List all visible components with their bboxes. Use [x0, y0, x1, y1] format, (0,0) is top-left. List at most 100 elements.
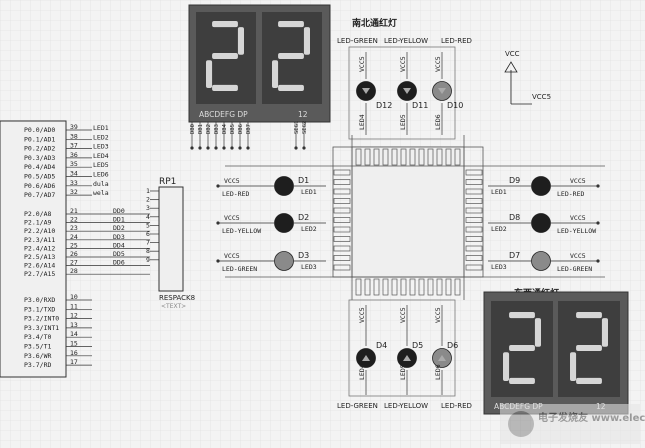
mcu-pin-number: 33 — [70, 179, 78, 187]
mcu-pin-name: P2.1/A9 — [24, 219, 51, 227]
respack-pin-number: 6 — [146, 230, 150, 238]
mcu-pin-net: DD5 — [113, 250, 125, 258]
east-led-2[interactable] — [531, 213, 551, 233]
top-7seg-display[interactable]: ABCDEFG DP 12 — [188, 4, 331, 123]
top-digit-2-seg-b — [303, 27, 310, 55]
mcu-pin-number: 39 — [70, 123, 78, 131]
west-led-2[interactable] — [274, 213, 294, 233]
respack-pin-number: 4 — [146, 213, 150, 221]
mcu-pin-name: P0.2/AD2 — [24, 145, 55, 153]
east-vcc-label: VCC5 — [570, 214, 586, 222]
mcu-pin-number: 16 — [70, 349, 78, 357]
east-led-group: VCC5LED-REDLED1D9VCC5LED-YELLOWLED2D8VCC… — [488, 176, 600, 273]
crosswalk-stripe-north — [364, 148, 371, 166]
east-net-label: LED3 — [491, 263, 507, 271]
north-label-green: LED-GREEN — [337, 37, 378, 45]
mcu-pin-name: P2.5/A13 — [24, 253, 55, 261]
top-display-pin-label: DB0 — [190, 124, 196, 134]
mcu-pin-name: P2.4/A12 — [24, 244, 55, 252]
top-digit-1-seg-e — [206, 60, 213, 88]
bottom-7seg-display[interactable]: ABCDEFG DP 12 — [483, 291, 629, 415]
crosswalk-stripe-north — [427, 148, 434, 166]
crosswalk-stripes — [333, 148, 483, 296]
west-led-3[interactable] — [274, 251, 294, 271]
south-label-green: LED-GREEN — [337, 402, 378, 410]
crosswalk-stripe-north — [373, 148, 380, 166]
north-net-label: LED4 — [358, 114, 366, 130]
mcu-pin-number: 25 — [70, 241, 78, 249]
mcu-pin-name: P0.3/AD3 — [24, 154, 55, 162]
mcu-pin-name: P0.1/AD1 — [24, 135, 55, 143]
mcu-pin-name: P0.0/AD0 — [24, 126, 55, 134]
crosswalk-stripe-north — [382, 148, 389, 166]
mcu-pin-net: DD4 — [113, 241, 125, 249]
crosswalk-stripe-west — [333, 236, 351, 242]
west-led-type: LED-RED — [222, 190, 249, 198]
respack-pin-number: 3 — [146, 204, 150, 212]
crosswalk-stripe-south — [373, 278, 380, 296]
south-net-label: LED4 — [358, 364, 366, 380]
north-title: 南北通红灯 — [352, 17, 397, 29]
mcu-pin-number: 34 — [70, 170, 78, 178]
crosswalk-stripe-east — [465, 207, 483, 214]
mcu-pin-number: 38 — [70, 132, 78, 140]
crosswalk-stripe-north — [355, 148, 362, 166]
crosswalk-stripe-east — [465, 236, 483, 242]
east-vcc-dot — [596, 221, 600, 225]
top-digit-1-seg-a — [212, 21, 238, 28]
east-led-type: LED-RED — [557, 190, 584, 198]
mcu-pin-name: P2.2/A10 — [24, 227, 55, 235]
crosswalk-stripe-west — [333, 245, 351, 252]
mcu-pin-name: P3.5/T1 — [24, 343, 51, 351]
mcu-chip[interactable] — [0, 120, 67, 378]
east-vcc-label: VCC5 — [570, 177, 586, 185]
south-label-yellow: LED-YELLOW — [384, 402, 428, 410]
north-label-yellow: LED-YELLOW — [384, 37, 428, 45]
mcu-pin-net: LED3 — [93, 143, 109, 151]
crosswalk-stripe-east — [465, 264, 483, 271]
top-display-pin-label: DB3 — [214, 124, 220, 134]
top-display-pin-dot — [246, 146, 250, 150]
crosswalk-stripe-west — [333, 188, 351, 195]
mcu-pin-name: P2.3/A11 — [24, 236, 55, 244]
south-led-labels: LED-GREEN LED-YELLOW LED-RED — [337, 402, 472, 410]
south-net-label: LED5 — [399, 364, 407, 380]
top-display-pin-label: DB4 — [222, 123, 228, 134]
west-led-name: D1 — [298, 176, 309, 185]
crosswalk-stripe-south — [445, 278, 452, 296]
north-led-arrow — [362, 88, 370, 94]
west-led-1[interactable] — [274, 176, 294, 196]
mcu-pin-number: 14 — [70, 330, 78, 338]
east-vcc-dot — [596, 259, 600, 263]
north-led-name: D10 — [447, 101, 463, 110]
bottom-digit-1-seg-g — [509, 344, 535, 352]
mcu-pin-net: wela — [93, 189, 109, 197]
south-vcc-label: VCC5 — [358, 307, 366, 323]
north-led-name: D12 — [376, 101, 392, 110]
crosswalk-stripe-west — [333, 169, 351, 176]
east-led-3[interactable] — [531, 251, 551, 271]
mcu-pin-number: 22 — [70, 216, 78, 224]
top-display-pin-dot — [214, 146, 218, 150]
north-label-red: LED-RED — [441, 37, 472, 45]
east-led-name: D8 — [509, 213, 520, 222]
vcc-power-symbol[interactable]: VCC VCC5 — [504, 50, 551, 105]
bottom-digit-2-seg-e — [570, 352, 577, 381]
top-digit-1-seg-b — [237, 27, 244, 55]
west-vcc-label: VCC5 — [224, 177, 240, 185]
top-display-pin-label: DB6 — [238, 124, 244, 134]
top-digit-2-seg-a — [278, 21, 304, 28]
mcu-pin-number: 12 — [70, 312, 78, 320]
top-digit-segments — [206, 21, 310, 91]
mcu-pin-name: P2.7/A15 — [24, 270, 55, 278]
east-led-1[interactable] — [531, 176, 551, 196]
north-led-name: D11 — [412, 101, 428, 110]
top-display-pin-dot — [294, 146, 298, 150]
respack-rp1[interactable]: RP1 RESPACK8 <TEXT> — [158, 177, 195, 310]
watermark: 电子发烧友 www.elecfans.com — [500, 404, 645, 444]
crosswalk-stripe-west — [333, 226, 351, 233]
